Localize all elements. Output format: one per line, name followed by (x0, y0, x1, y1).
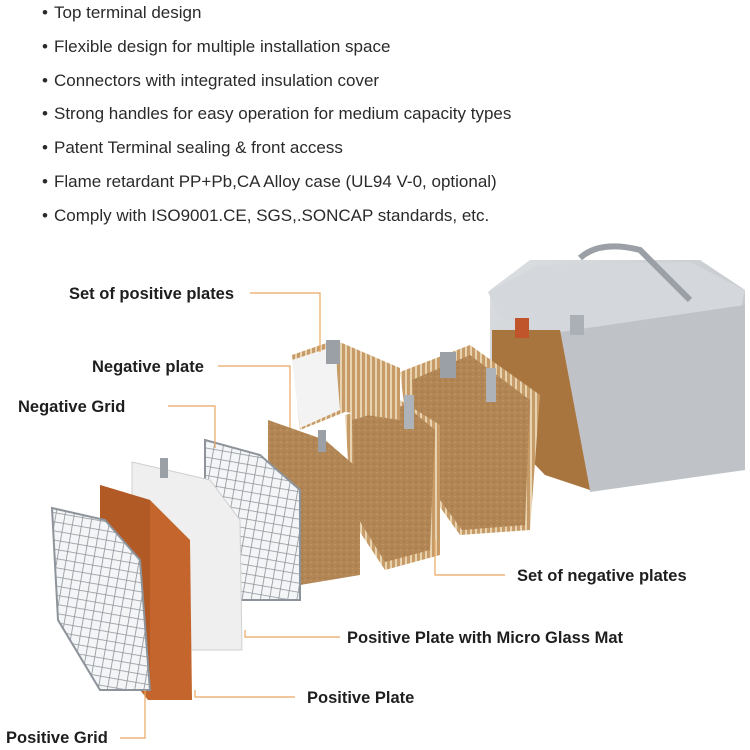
feature-text: Connectors with integrated insulation co… (54, 71, 380, 90)
label-positive-plate-glass-mat: Positive Plate with Micro Glass Mat (347, 629, 623, 647)
leader-line (434, 540, 505, 576)
feature-item: •Strong handles for easy operation for m… (42, 104, 512, 123)
feature-text: Patent Terminal sealing & front access (54, 138, 343, 157)
feature-item: •Top terminal design (42, 3, 202, 22)
feature-item: •Connectors with integrated insulation c… (42, 71, 380, 90)
leader-line (218, 365, 291, 428)
feature-text: Strong handles for easy operation for me… (54, 104, 512, 123)
label-positive-plate: Positive Plate (307, 689, 415, 707)
feature-text: Comply with ISO9001.CE, SGS,.SONCAP stan… (54, 206, 490, 225)
feature-text: Flame retardant PP+Pb,CA Alloy case (UL9… (54, 172, 497, 191)
label-set-negative-plates: Set of negative plates (517, 567, 687, 585)
leader-line (168, 405, 216, 448)
middle-plate-stack (345, 395, 440, 570)
feature-item: •Comply with ISO9001.CE, SGS,.SONCAP sta… (42, 206, 490, 225)
feature-text: Top terminal design (54, 3, 202, 22)
positive-plate-set (292, 340, 400, 430)
leader-line (194, 690, 295, 698)
feature-text: Flexible design for multiple installatio… (54, 37, 391, 56)
battery-case (488, 243, 745, 492)
positive-grid (50, 506, 152, 691)
feature-item: •Patent Terminal sealing & front access (42, 138, 343, 157)
handle-icon (577, 243, 693, 303)
feature-item: •Flame retardant PP+Pb,CA Alloy case (UL… (42, 172, 497, 191)
label-set-positive-plates: Set of positive plates (69, 285, 235, 303)
feature-item: •Flexible design for multiple installati… (42, 37, 391, 56)
leader-line (120, 690, 146, 739)
label-negative-grid: Negative Grid (18, 398, 126, 416)
leader-line (244, 630, 340, 638)
leader-line (250, 292, 321, 352)
label-positive-grid: Positive Grid (6, 729, 108, 747)
label-negative-plate: Negative plate (92, 358, 204, 376)
leader-lines (120, 292, 505, 739)
